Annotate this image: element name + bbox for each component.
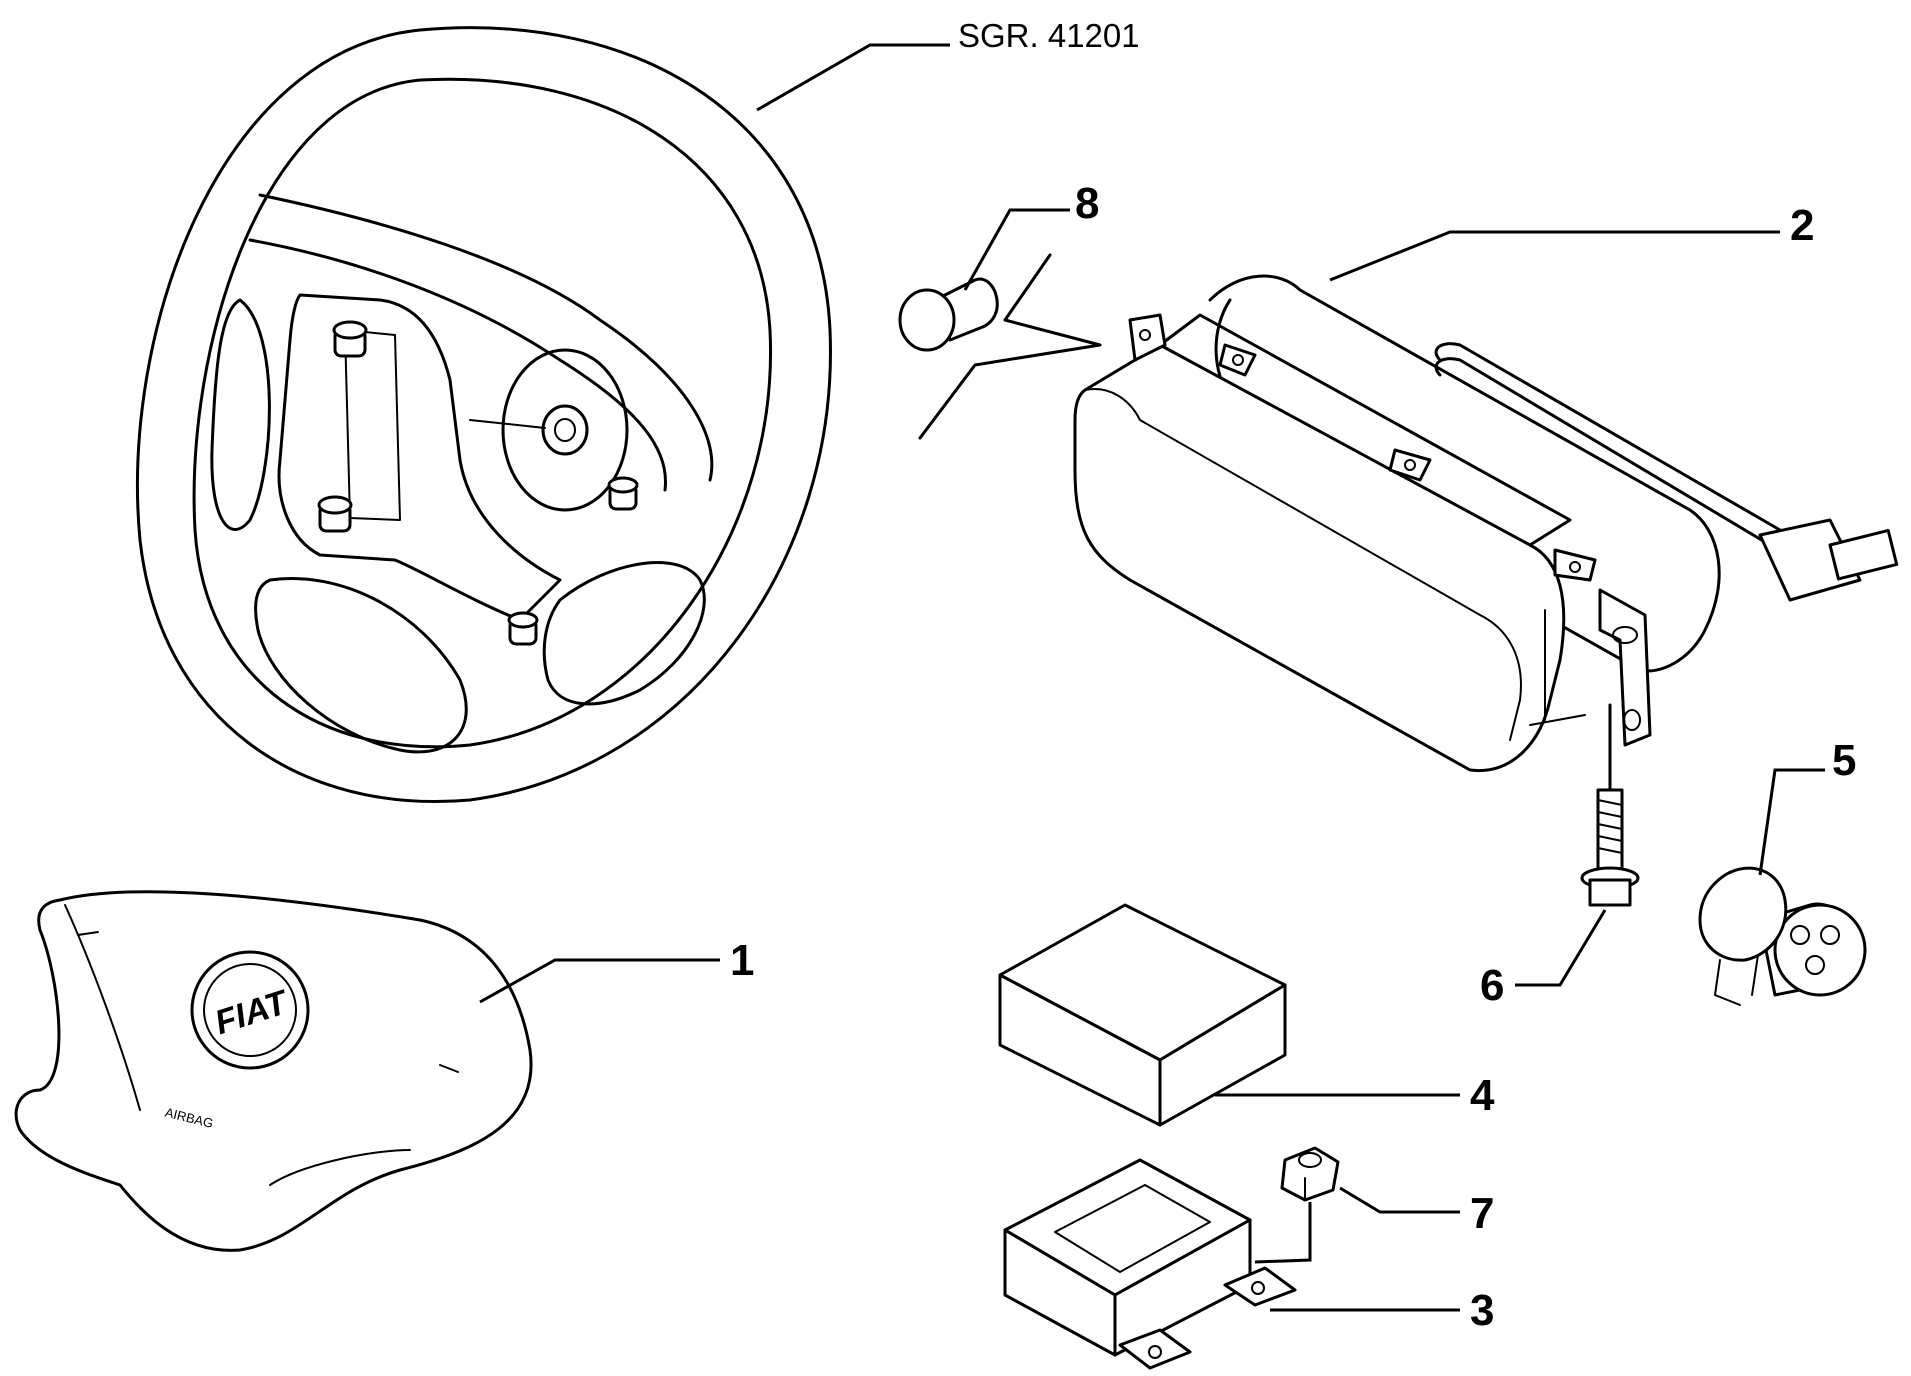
steering-wheel bbox=[136, 26, 832, 803]
control-unit-block bbox=[998, 903, 1287, 1127]
bolt bbox=[1580, 703, 1640, 907]
wheel-bolts bbox=[317, 320, 639, 646]
install-arrow bbox=[918, 253, 1102, 440]
callout-6: 6 bbox=[1480, 961, 1504, 1010]
callout-5: 5 bbox=[1832, 736, 1856, 785]
airbag-ecu bbox=[1003, 1158, 1297, 1370]
callout-8: 8 bbox=[1075, 179, 1099, 228]
airbag-module bbox=[1073, 274, 1899, 773]
airbag-marking: AIRBAG bbox=[164, 1105, 215, 1131]
callout-2: 2 bbox=[1790, 201, 1814, 250]
callout-1: 1 bbox=[730, 936, 754, 985]
sensor bbox=[1698, 866, 1867, 1006]
sgr-reference: SGR. 41201 bbox=[958, 17, 1140, 54]
callout-7: 7 bbox=[1470, 1189, 1494, 1238]
airbag-cover: FIAT AIRBAG bbox=[14, 890, 533, 1252]
callout-3: 3 bbox=[1470, 1286, 1494, 1335]
connector bbox=[1758, 518, 1899, 602]
nut bbox=[1280, 1146, 1340, 1202]
nut-position-line bbox=[1254, 1202, 1312, 1264]
clip-fastener bbox=[898, 277, 999, 352]
callout-4: 4 bbox=[1470, 1071, 1495, 1120]
